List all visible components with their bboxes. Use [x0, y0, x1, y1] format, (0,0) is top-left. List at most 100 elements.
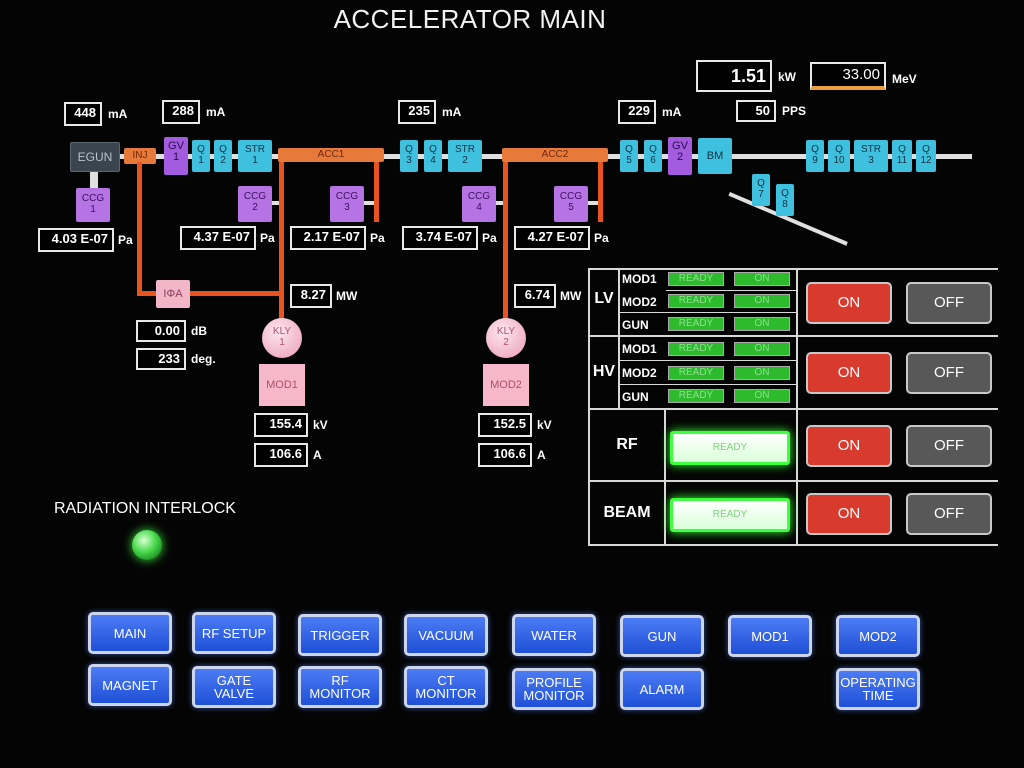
hv-mod2-label: MOD2: [622, 366, 657, 380]
mod-2-current-unit: A: [537, 448, 546, 462]
injector-block[interactable]: INJ: [124, 148, 156, 164]
panel-border-top: [588, 268, 998, 270]
lv-row-line-2: [620, 312, 796, 313]
nav-magnet-button[interactable]: MAGNET: [88, 664, 172, 706]
rf-off-button[interactable]: OFF: [906, 425, 992, 467]
lv-mod1-label: MOD1: [622, 272, 657, 286]
egun-block[interactable]: EGUN: [70, 142, 120, 172]
nav-operating-time-line2: TIME: [862, 688, 894, 703]
ccg-5-number: 5: [568, 202, 574, 213]
beam-label: BEAM: [603, 504, 651, 521]
accelerator-tube-1[interactable]: ACC1: [278, 148, 384, 162]
hv-mod1-label: MOD1: [622, 342, 657, 356]
kly-2-power-unit: MW: [560, 289, 582, 303]
ccg-5-stub: [588, 201, 598, 205]
rf-ready-indicator: READY: [670, 431, 790, 465]
beam-off-button[interactable]: OFF: [906, 493, 992, 535]
nav-ct-monitor-line1: CT: [437, 673, 455, 688]
nav-mod1-button[interactable]: MOD1: [728, 615, 812, 657]
quad-7-number: 7: [758, 189, 764, 200]
nav-rf-monitor-line2: MONITOR: [309, 686, 371, 701]
gate-valve-2-number: 2: [676, 151, 684, 163]
nav-operating-time-line1: OPERATING: [840, 675, 916, 690]
accelerator-tube-2[interactable]: ACC2: [502, 148, 608, 162]
quad-11-number: 11: [896, 155, 908, 166]
nav-main-button[interactable]: MAIN: [88, 612, 172, 654]
beam-energy-unit: MeV: [892, 72, 917, 86]
mod-1-voltage-unit: kV: [313, 418, 328, 432]
lv-on-button[interactable]: ON: [806, 282, 892, 324]
beam-power-readout: 1.51: [696, 60, 772, 92]
gate-valve-1-number: 1: [172, 151, 180, 163]
quad-3-label: Q: [405, 144, 413, 155]
beam-on-button[interactable]: ON: [806, 493, 892, 535]
rf-gain-unit: dB: [191, 324, 207, 338]
hv-on-button[interactable]: ON: [806, 352, 892, 394]
phase-amplitude-controller[interactable]: IΦA: [156, 280, 190, 308]
beam-power-unit: kW: [778, 70, 796, 84]
nav-rf-setup-button[interactable]: RF SETUP: [192, 612, 276, 654]
lv-off-button[interactable]: OFF: [906, 282, 992, 324]
modulator-2[interactable]: MOD2: [483, 364, 529, 406]
rf-on-button[interactable]: ON: [806, 425, 892, 467]
current-readout-1: 448: [64, 102, 102, 126]
waveguide-acc1-left: [279, 162, 284, 320]
nav-alarm-button[interactable]: ALARM: [620, 668, 704, 710]
hv-off-button[interactable]: OFF: [906, 352, 992, 394]
quad-10-number: 10: [833, 155, 845, 166]
nav-trigger-button[interactable]: TRIGGER: [298, 614, 382, 656]
panel-divider-buttons: [796, 268, 798, 546]
nav-gun-button[interactable]: GUN: [620, 615, 704, 657]
quad-2-number: 2: [220, 155, 226, 166]
bending-magnet[interactable]: BM: [698, 138, 732, 174]
steering-3-label: STR: [861, 144, 881, 155]
waveguide-acc2-right: [598, 162, 603, 222]
lv-mod2-ready: READY: [668, 294, 724, 308]
waveguide-acc1-right: [374, 162, 379, 222]
quad-10-label: Q: [835, 144, 843, 155]
ccg1-stem: [90, 172, 98, 188]
hv-mod2-ready: READY: [668, 366, 724, 380]
ccg-2-label: CCG: [243, 191, 267, 202]
lv-mod1-on: ON: [734, 272, 790, 286]
panel-divider-1: [588, 335, 998, 337]
nav-vacuum-button[interactable]: VACUUM: [404, 614, 488, 656]
klystron-2-label: KLY: [496, 326, 516, 337]
quad-12-number: 12: [920, 155, 932, 166]
modulator-1[interactable]: MOD1: [259, 364, 305, 406]
nav-water-button[interactable]: WATER: [512, 614, 596, 656]
nav-mod2-button[interactable]: MOD2: [836, 615, 920, 657]
nav-rf-monitor-line1: RF: [331, 673, 349, 688]
steering-2-label: STR: [455, 144, 475, 155]
pulse-rate-unit: PPS: [782, 104, 807, 118]
